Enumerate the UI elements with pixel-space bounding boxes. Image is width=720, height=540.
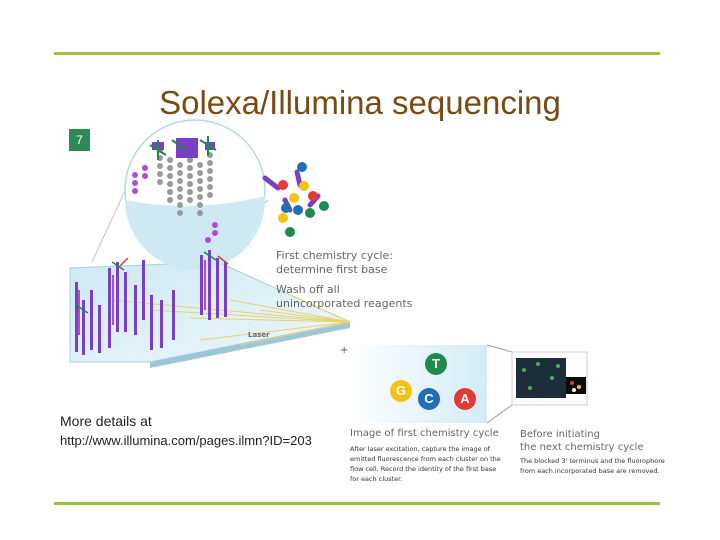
image-description-line: After laser excitation, capture the imag… — [350, 445, 490, 453]
image-description-line: for each cluster. — [350, 475, 403, 483]
flow-cell-clusters — [75, 250, 229, 355]
cycle-caption-line2: determine first base — [276, 263, 388, 276]
laser-beams — [109, 294, 351, 346]
cycle-caption-line1: First chemistry cycle: — [276, 249, 393, 262]
details-url[interactable]: http://www.illumina.com/pages.ilmn?ID=20… — [60, 433, 312, 448]
next-title-line1: Before initiating — [520, 429, 600, 440]
base-badge-t: T — [425, 353, 447, 375]
base-badge-g: G — [390, 380, 412, 402]
flow-cell-edge — [150, 322, 350, 368]
step-number-badge: 7 — [69, 129, 90, 151]
image-title: Image of first chemistry cycle — [350, 428, 499, 439]
image-description-line: flow cell. Record the identity of the fi… — [350, 465, 497, 473]
base-badge-a: A — [454, 388, 476, 410]
next-cycle-description-line: The blocked 3' terminus and the fluoroph… — [520, 457, 665, 465]
magnified-cluster — [124, 119, 266, 270]
image-description: After laser excitation, capture the imag… — [350, 444, 501, 484]
plus-marker: + — [340, 345, 348, 356]
details-label: More details at — [60, 413, 152, 429]
laser-label: Laser — [248, 331, 270, 339]
wash-caption-line2: unincorporated reagents — [276, 297, 413, 310]
image-panel: + — [340, 344, 588, 424]
base-badge-c: C — [418, 388, 440, 410]
top-divider — [54, 52, 660, 55]
next-cycle-description-line: from each incorporated base are removed. — [520, 467, 660, 475]
next-cycle-description: The blocked 3' terminus and the fluoroph… — [520, 456, 665, 476]
next-cycle-title: Before initiating the next chemistry cyc… — [520, 428, 644, 454]
wash-caption-line1: Wash off all — [276, 283, 340, 296]
bottom-divider — [54, 502, 660, 505]
cycle-caption: First chemistry cycle: determine first b… — [276, 249, 393, 277]
slide-title: Solexa/Illumina sequencing — [159, 84, 561, 121]
next-title-line2: the next chemistry cycle — [520, 442, 644, 453]
image-description-line: emitted fluorescence from each cluster o… — [350, 455, 501, 463]
wash-caption: Wash off all unincorporated reagents — [276, 283, 412, 311]
free-nucleotides — [262, 162, 329, 237]
